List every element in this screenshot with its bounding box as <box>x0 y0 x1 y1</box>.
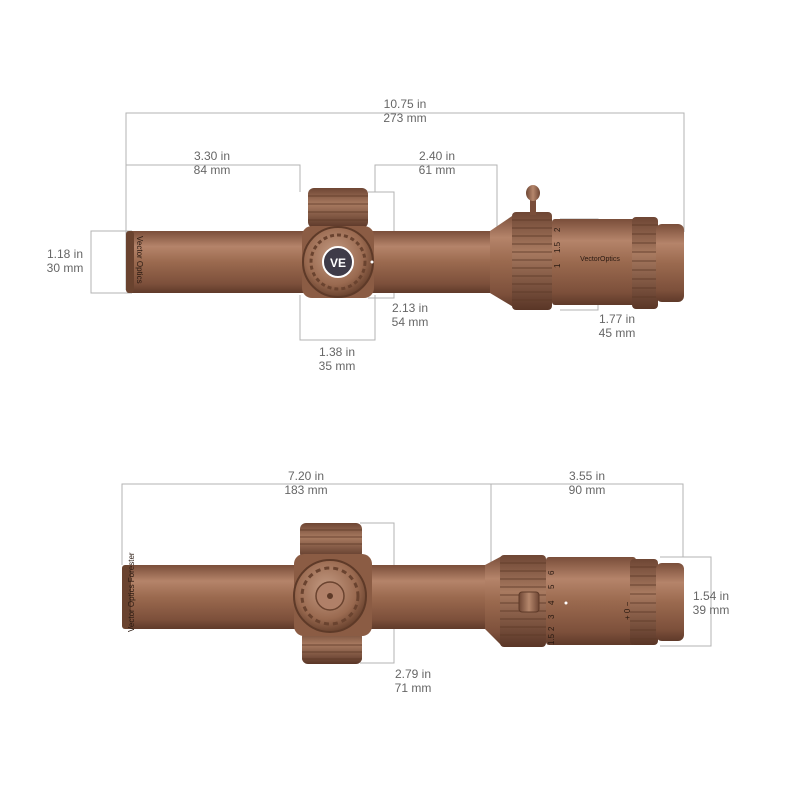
overall-length-mm: 273 mm <box>383 111 426 125</box>
eyepiece-diameter-bottom-in: 1.54 in <box>693 589 729 603</box>
bottom-diopter-ring[interactable] <box>630 559 658 645</box>
turret-width-line <box>299 295 376 341</box>
top-tube-text: Vector Optics <box>135 236 144 284</box>
top-turret-knurl <box>308 195 368 221</box>
eyepiece-diameter-bottom-line <box>660 556 712 647</box>
top-diopter-ring[interactable] <box>632 217 658 309</box>
top-scope: Vector Optics 1 1.5 2 VectorOptics <box>126 185 684 310</box>
turret-height-in: 2.13 in <box>392 301 428 315</box>
front-length-mm: 183 mm <box>284 483 327 497</box>
top-elevation-turret[interactable] <box>308 188 368 228</box>
eyepiece-diameter-in: 1.77 in <box>599 312 635 326</box>
bottom-power-index-dot <box>564 601 568 605</box>
turret-height-bottom-in: 2.79 in <box>395 667 431 681</box>
objective-to-turret-in: 3.30 in <box>194 149 230 163</box>
top-objective-cap <box>126 231 134 293</box>
bottom-mag-mark-5: 5 <box>547 584 556 589</box>
turret-width-mm: 35 mm <box>319 359 356 373</box>
bottom-mag-mark-3: 3 <box>547 614 556 619</box>
top-taper <box>490 214 515 308</box>
turret-to-eyepiece-mm: 61 mm <box>419 163 456 177</box>
turret-to-eyepiece-line <box>374 164 498 232</box>
top-mag-mark-2: 2 <box>553 227 562 232</box>
bottom-dimension-labels: 7.20 in 183 mm 3.55 in 90 mm 2.79 in 71 … <box>284 469 729 695</box>
bottom-mag-mark-4: 4 <box>547 600 556 605</box>
top-dimension-labels: 10.75 in 273 mm 3.30 in 84 mm 2.40 in 61… <box>47 97 636 373</box>
objective-to-turret-mm: 84 mm <box>194 163 231 177</box>
top-eyepiece-body <box>552 219 636 305</box>
top-diopter-knurl <box>632 224 658 298</box>
rear-length-mm: 90 mm <box>569 483 606 497</box>
top-windage-dial-knurl <box>309 233 367 291</box>
vector-optics-logo-text: VE <box>330 256 346 270</box>
rear-length-in: 3.55 in <box>569 469 605 483</box>
top-eyepiece-cap <box>656 224 684 302</box>
overall-length-line <box>125 112 685 290</box>
bottom-mag-mark-1-5: 1.5 <box>547 633 556 645</box>
bottom-objective-cap <box>122 565 131 629</box>
bottom-diopter-knurl <box>630 566 658 640</box>
eyepiece-diameter-mm: 45 mm <box>599 326 636 340</box>
rear-length-line <box>491 483 684 557</box>
bottom-tube-text: Vector Optics Forester <box>127 552 136 632</box>
eyepiece-diameter-bottom-mm: 39 mm <box>693 603 730 617</box>
front-length-line <box>121 483 492 565</box>
bottom-diopter-marks: + 0 − <box>623 601 632 620</box>
top-throw-lever-stem <box>530 195 536 215</box>
turret-height-mm: 54 mm <box>392 315 429 329</box>
turret-width-in: 1.38 in <box>319 345 355 359</box>
bottom-scope: Vector Optics Forester 1.5 2 3 4 5 6 <box>122 523 684 664</box>
tube-diameter-in: 1.18 in <box>47 247 83 261</box>
bottom-elevation-knurl <box>300 529 362 545</box>
top-power-ring-knurl <box>512 219 552 301</box>
bottom-throw-lever[interactable] <box>518 591 540 613</box>
turret-height-bottom-mm: 71 mm <box>395 681 432 695</box>
bottom-parallax-center-dot <box>327 593 333 599</box>
bottom-mag-mark-2: 2 <box>547 626 556 631</box>
bottom-elevation-turret[interactable] <box>300 523 362 559</box>
overall-length-in: 10.75 in <box>384 97 427 111</box>
top-brand-text: VectorOptics <box>580 256 620 263</box>
tube-diameter-mm: 30 mm <box>47 261 84 275</box>
top-power-ring <box>512 212 552 310</box>
objective-to-turret-line <box>126 164 301 192</box>
bottom-parallax-knurl <box>300 566 360 626</box>
vector-optics-logo <box>322 246 354 278</box>
tube-diameter-line <box>90 230 132 294</box>
bottom-taper <box>485 556 502 646</box>
bottom-illumination-knurl <box>302 644 362 660</box>
top-throw-lever[interactable] <box>526 185 540 201</box>
bottom-illumination-turret[interactable] <box>302 631 362 664</box>
turret-to-eyepiece-in: 2.40 in <box>419 149 455 163</box>
top-turret-index-dot <box>370 260 374 264</box>
front-length-in: 7.20 in <box>288 469 324 483</box>
top-mag-mark-1-5: 1.5 <box>553 241 562 253</box>
bottom-eyepiece-cap <box>656 563 684 641</box>
top-mag-mark-1: 1 <box>553 263 562 268</box>
bottom-eyepiece-body <box>546 557 636 645</box>
bottom-mag-mark-6: 6 <box>547 570 556 575</box>
